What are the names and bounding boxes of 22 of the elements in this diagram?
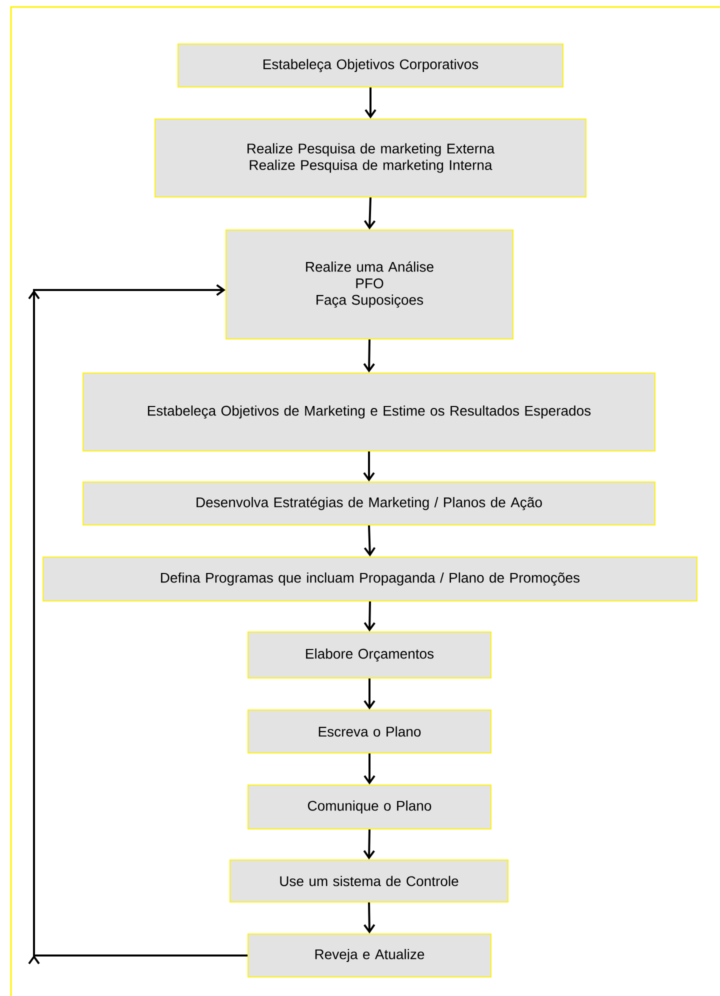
process-box: Reveja e Atualize [248, 934, 492, 978]
arrow [28, 284, 248, 964]
process-box: Use um sistema de Controle [230, 860, 508, 902]
process-box: Defina Programas que incluam Propaganda / Plano de Promoções [42, 556, 698, 602]
arrow [363, 830, 375, 860]
arrow [363, 452, 375, 482]
arrow [364, 525, 376, 556]
arrow [364, 197, 376, 230]
arrow [364, 902, 376, 934]
process-box: Desenvolva Estratégias de Marketing / Planos de Ação [82, 482, 656, 526]
arrow [364, 601, 376, 632]
process-box: Estabeleça Objetivos Corporativos [178, 44, 564, 88]
process-box: Realize uma Análise PFO Faça Suposiçoes [226, 230, 514, 340]
process-box: Elabore Orçamentos [248, 632, 492, 678]
process-box: Escreva o Plano [248, 710, 492, 754]
process-box: Comunique o Plano [248, 784, 492, 830]
arrow [364, 678, 376, 710]
arrow [363, 340, 375, 372]
process-box: Realize Pesquisa de marketing Externa Realize Pesquisa de marketing Interna [154, 118, 586, 198]
arrow [364, 88, 376, 119]
arrow [364, 754, 376, 784]
process-box: Estabeleça Objetivos de Marketing e Estime os Resultados Esperados [82, 372, 656, 452]
